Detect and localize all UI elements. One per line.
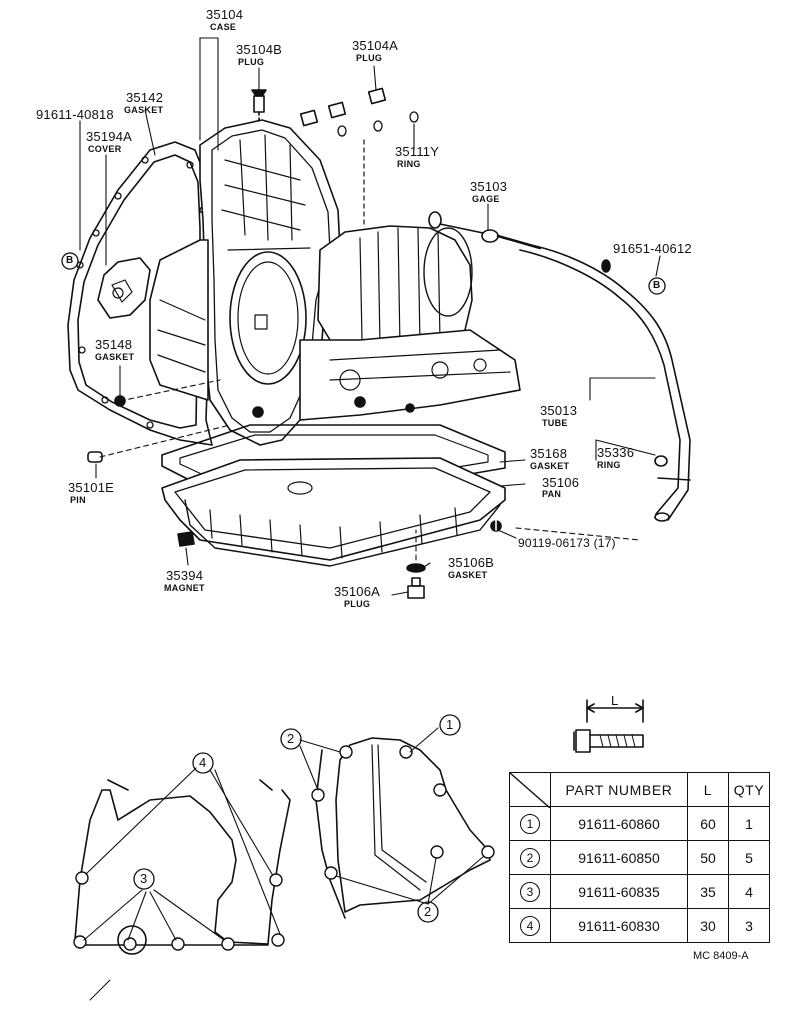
qty-cell: 4 xyxy=(728,874,770,909)
label-35013: 35013 xyxy=(540,403,578,418)
qty-cell: 3 xyxy=(728,908,770,943)
label-35142: 35142 xyxy=(126,90,164,105)
row-ref-circle: 4 xyxy=(520,915,540,936)
row-ref-circle: 2 xyxy=(520,847,540,868)
part-number-cell: 91611-60835 xyxy=(550,874,688,909)
col-header-l: L xyxy=(687,772,729,807)
magnet-35394 xyxy=(177,531,195,547)
col-header-qty: QTY xyxy=(728,772,770,807)
table-corner-cell xyxy=(509,772,551,808)
label-35101E-desc: PIN xyxy=(70,495,86,505)
plug-35104B xyxy=(251,89,267,123)
rings-35111Y xyxy=(337,111,419,137)
label-35194A-desc: COVER xyxy=(88,144,122,154)
small-cover xyxy=(97,257,151,319)
ref-b-circle-right xyxy=(648,277,666,295)
label-35142-desc: GASKET xyxy=(124,105,164,115)
label-35103-desc: GAGE xyxy=(472,194,500,204)
filler-tube xyxy=(519,243,691,522)
case-bell-opening xyxy=(229,251,307,385)
table-header-row: PART NUMBER L QTY xyxy=(509,772,770,808)
bolt-spec-table: PART NUMBER L QTY 1 91611-60860 60 1 2 9… xyxy=(509,772,770,943)
label-90119-06173: 90119-06173 (17) xyxy=(518,536,616,550)
label-35148-desc: GASKET xyxy=(95,352,135,362)
cover-gasket-inner xyxy=(77,154,201,429)
table-row: 3 91611-60835 35 4 xyxy=(509,874,770,909)
label-35148: 35148 xyxy=(95,337,133,352)
length-cell: 35 xyxy=(687,874,729,909)
callout-1: 1 xyxy=(446,717,454,732)
label-35101E: 35101E xyxy=(68,480,115,495)
label-35104: 35104 xyxy=(206,7,244,22)
length-cell: 50 xyxy=(687,840,729,875)
row-ref-circle: 3 xyxy=(520,881,540,902)
case-body xyxy=(149,239,209,401)
dimension-l: L xyxy=(611,693,619,708)
label-35111Y: 35111Y xyxy=(395,144,440,159)
case-face-view xyxy=(74,789,291,945)
label-35394: 35394 xyxy=(166,568,204,583)
leader-lines xyxy=(79,37,661,596)
label-91611-40818: 91611-40818 xyxy=(36,107,114,122)
part-number-cell: 91611-60860 xyxy=(550,806,688,841)
callout-2-bottom: 2 xyxy=(424,904,432,919)
callout-2-top: 2 xyxy=(287,731,295,746)
label-35013-desc: TUBE xyxy=(542,418,568,428)
diagonal-line xyxy=(510,773,550,808)
row-ref-circle: 1 xyxy=(520,813,540,834)
col-header-part-number: PART NUMBER xyxy=(550,772,688,807)
label-35106-desc: PAN xyxy=(542,489,562,499)
label-35104A-desc: PLUG xyxy=(356,53,383,63)
label-35103: 35103 xyxy=(470,179,508,194)
ref-b-circle-left xyxy=(61,252,79,270)
label-35168: 35168 xyxy=(530,446,568,461)
label-35336-desc: RING xyxy=(597,460,621,470)
oil-pan xyxy=(161,457,506,561)
table-row: 4 91611-60830 30 3 xyxy=(509,908,770,943)
plug-35104A xyxy=(299,87,387,127)
gasket-35106B xyxy=(406,563,426,573)
face-bolt-holes xyxy=(73,871,285,951)
part-number-cell: 91611-60830 xyxy=(550,908,688,943)
label-35106B-desc: GASKET xyxy=(448,570,488,580)
plug-35106A xyxy=(407,585,425,599)
label-35336: 35336 xyxy=(597,445,635,460)
table-row: 1 91611-60860 60 1 xyxy=(509,806,770,841)
table-row: 2 91611-60850 50 5 xyxy=(509,840,770,875)
tube-o-ring xyxy=(654,455,668,467)
label-35106: 35106 xyxy=(542,475,580,490)
case-ribs xyxy=(221,134,311,251)
part-number-cell: 91611-60850 xyxy=(550,840,688,875)
length-cell: 60 xyxy=(687,806,729,841)
label-35104B-desc: PLUG xyxy=(238,57,265,67)
label-35194A: 35194A xyxy=(86,129,133,144)
pan-gasket xyxy=(161,424,506,499)
callout-3: 3 xyxy=(140,871,148,886)
label-35111Y-desc: RING xyxy=(397,159,421,169)
label-35106A: 35106A xyxy=(334,584,381,599)
cover-face-view xyxy=(335,737,491,913)
qty-cell: 1 xyxy=(728,806,770,841)
ref-b-left: B xyxy=(66,255,74,266)
label-35106B: 35106B xyxy=(448,555,495,570)
callout-4: 4 xyxy=(199,755,207,770)
label-91651-40612: 91651-40612 xyxy=(613,241,692,256)
label-35168-desc: GASKET xyxy=(530,461,570,471)
qty-cell: 5 xyxy=(728,840,770,875)
ref-b-right: B xyxy=(653,280,661,291)
label-35104A: 35104A xyxy=(352,38,399,53)
length-cell: 30 xyxy=(687,908,729,943)
label-35104B: 35104B xyxy=(236,42,283,57)
figure-code: MC 8409-A xyxy=(693,950,749,962)
bolt-dimension xyxy=(573,699,644,753)
label-35104-desc: CASE xyxy=(210,22,237,32)
label-35394-desc: MAGNET xyxy=(164,583,205,593)
label-35106A-desc: PLUG xyxy=(344,599,371,609)
